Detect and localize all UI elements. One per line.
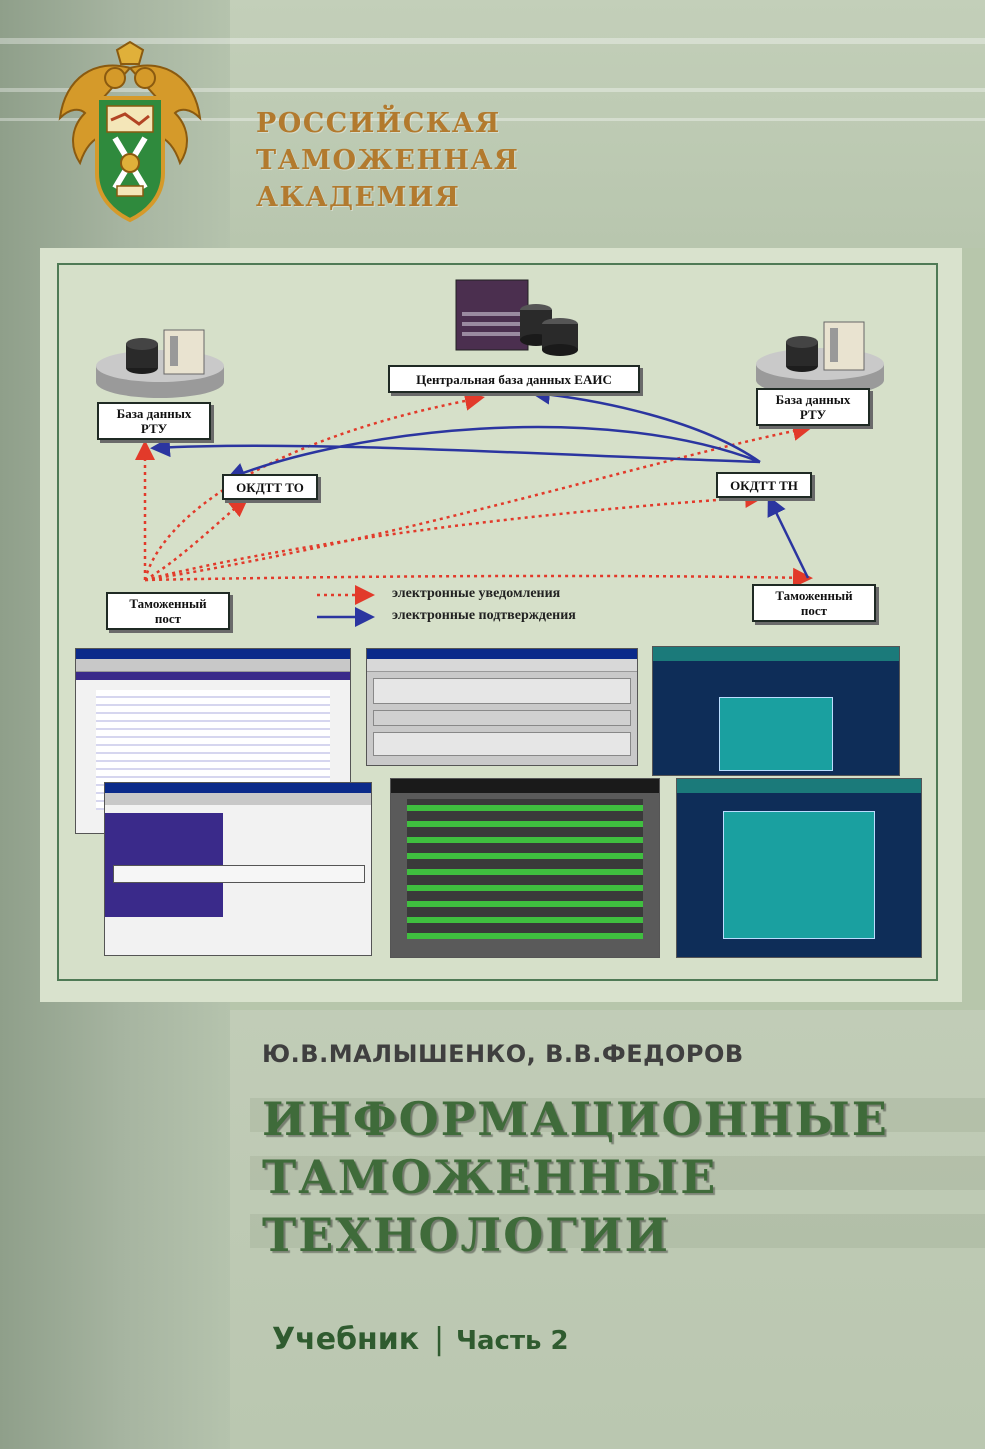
title-bar-stripe	[250, 1156, 985, 1190]
book-type: Учебник	[272, 1322, 420, 1357]
central-server-icon	[455, 279, 578, 356]
central-database-box: Центральная база данных ЕАИС	[388, 365, 640, 393]
screenshot-4	[104, 782, 372, 956]
legend-confirmations: электронные подтверждения	[392, 608, 576, 623]
title-bar-stripe	[250, 1214, 985, 1248]
bottom-background	[230, 1010, 985, 1449]
org-name-line-3: АКАДЕМИЯ	[256, 182, 461, 213]
authors: Ю.В.МАЛЫШЕНКО, В.В.ФЕДОРОВ	[262, 1040, 744, 1068]
screenshot-6	[676, 778, 922, 958]
book-title-line-3: ТЕХНОЛОГИИ	[262, 1208, 670, 1262]
screenshot-3	[652, 646, 900, 776]
background-stripe	[0, 38, 985, 44]
left-database-icon	[96, 329, 224, 398]
org-name-line-2: ТАМОЖЕННАЯ	[256, 145, 520, 176]
okdtt-to-box: ОКДТТ ТО	[222, 474, 318, 500]
diagram-arrows	[135, 384, 813, 627]
book-title-line-1: ИНФОРМАЦИОННЫЕ	[262, 1092, 889, 1146]
subtitle-separator: |	[434, 1322, 445, 1357]
book-title-line-2: ТАМОЖЕННЫЕ	[262, 1150, 718, 1204]
book-part: Часть 2	[456, 1326, 569, 1356]
title-bar-stripe	[250, 1098, 985, 1132]
background-stripe	[0, 88, 985, 92]
customs-eagle-emblem-icon	[55, 38, 205, 228]
screenshot-2	[366, 648, 638, 766]
screenshot-5	[390, 778, 660, 958]
top-background	[230, 0, 985, 248]
org-name-line-1: РОССИЙСКАЯ	[256, 108, 501, 139]
okdtt-tn-box: ОКДТТ ТН	[716, 472, 812, 498]
background-stripe	[0, 118, 985, 121]
legend-notifications: электронные уведомления	[392, 586, 561, 601]
